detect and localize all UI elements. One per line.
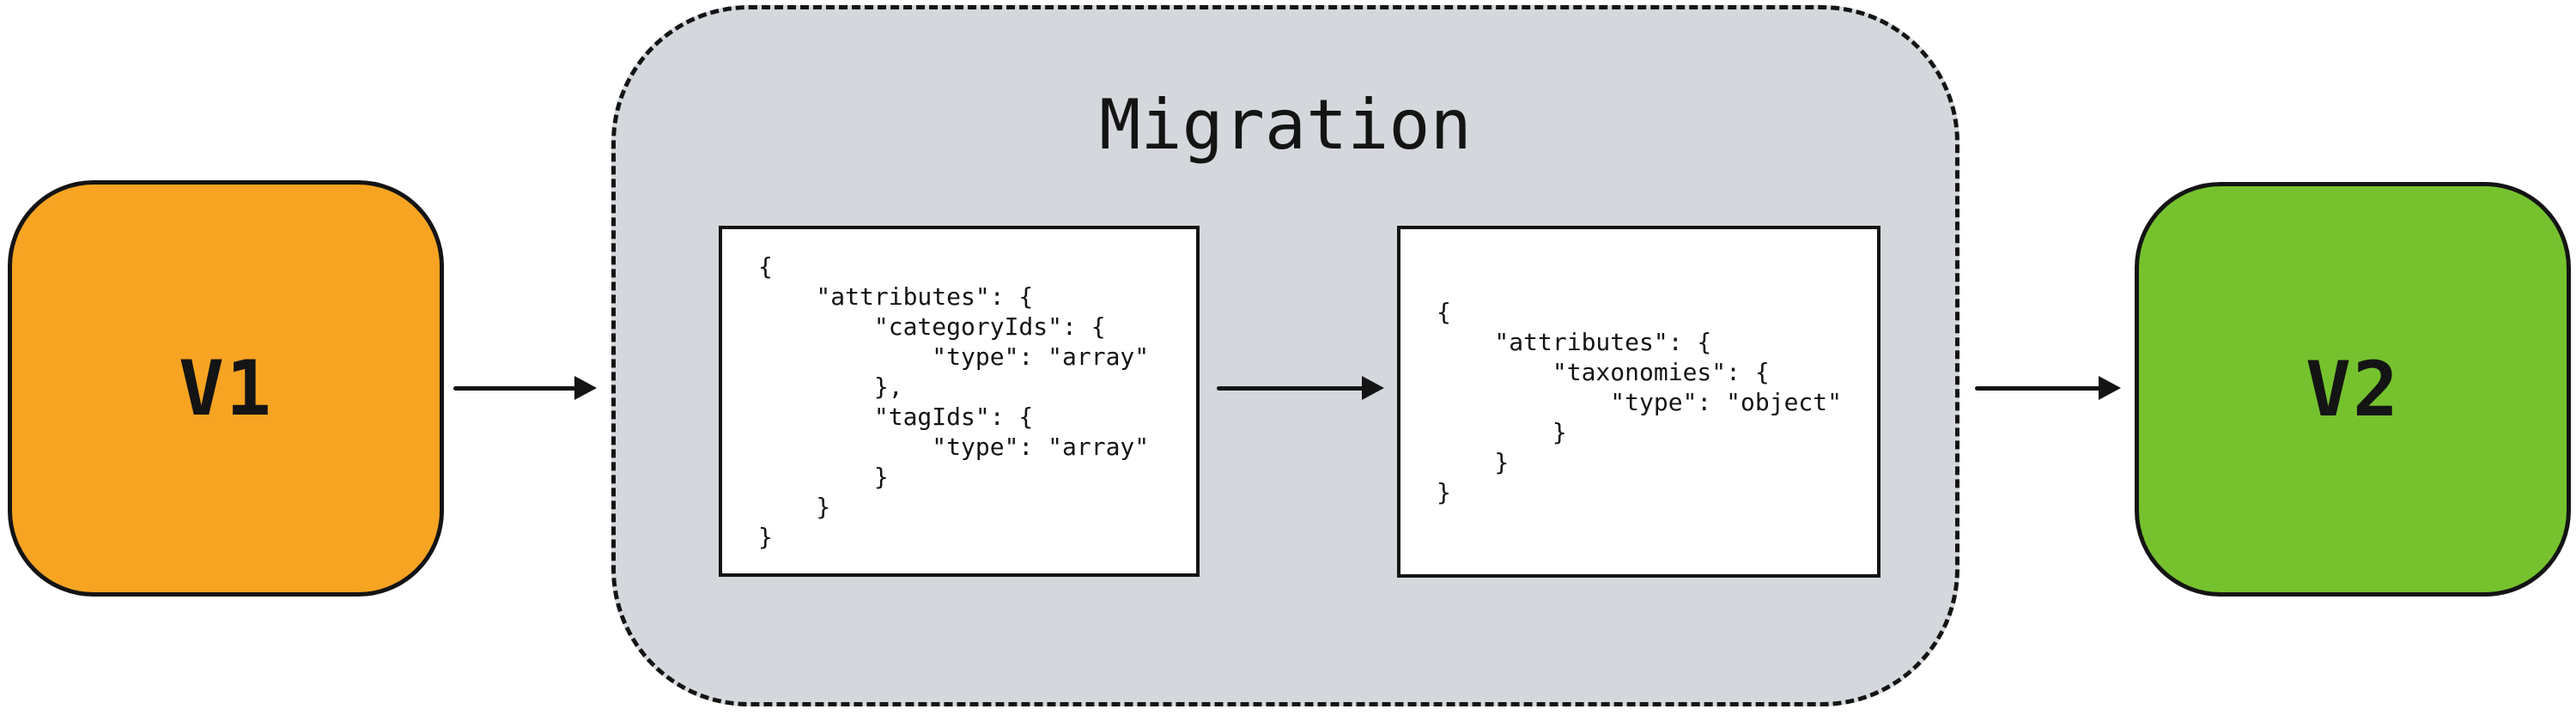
migration-container: Migration { "attributes": { "categoryIds… (611, 5, 1959, 706)
arrow-v1-to-migration-icon (453, 376, 597, 400)
schema-after-card: { "attributes": { "taxonomies": { "type"… (1397, 226, 1880, 578)
arrow-schema-to-schema-icon (1217, 376, 1384, 400)
arrow-shaft (453, 385, 576, 391)
arrow-head-icon (2099, 376, 2121, 400)
schema-after-code: { "attributes": { "taxonomies": { "type"… (1437, 297, 1843, 506)
arrow-shaft (1217, 385, 1364, 391)
schema-before-card: { "attributes": { "categoryIds": { "type… (719, 226, 1200, 577)
node-v1-label: V1 (179, 344, 273, 433)
arrow-shaft (1975, 385, 2100, 391)
node-v2: V2 (2135, 182, 2571, 597)
arrow-migration-to-v2-icon (1975, 376, 2121, 400)
arrow-head-icon (1362, 376, 1384, 400)
node-v2-label: V2 (2306, 345, 2400, 433)
arrow-head-icon (574, 376, 597, 400)
migration-title: Migration (1099, 85, 1472, 165)
node-v1: V1 (8, 180, 444, 597)
schema-before-code: { "attributes": { "categoryIds": { "type… (758, 251, 1150, 551)
